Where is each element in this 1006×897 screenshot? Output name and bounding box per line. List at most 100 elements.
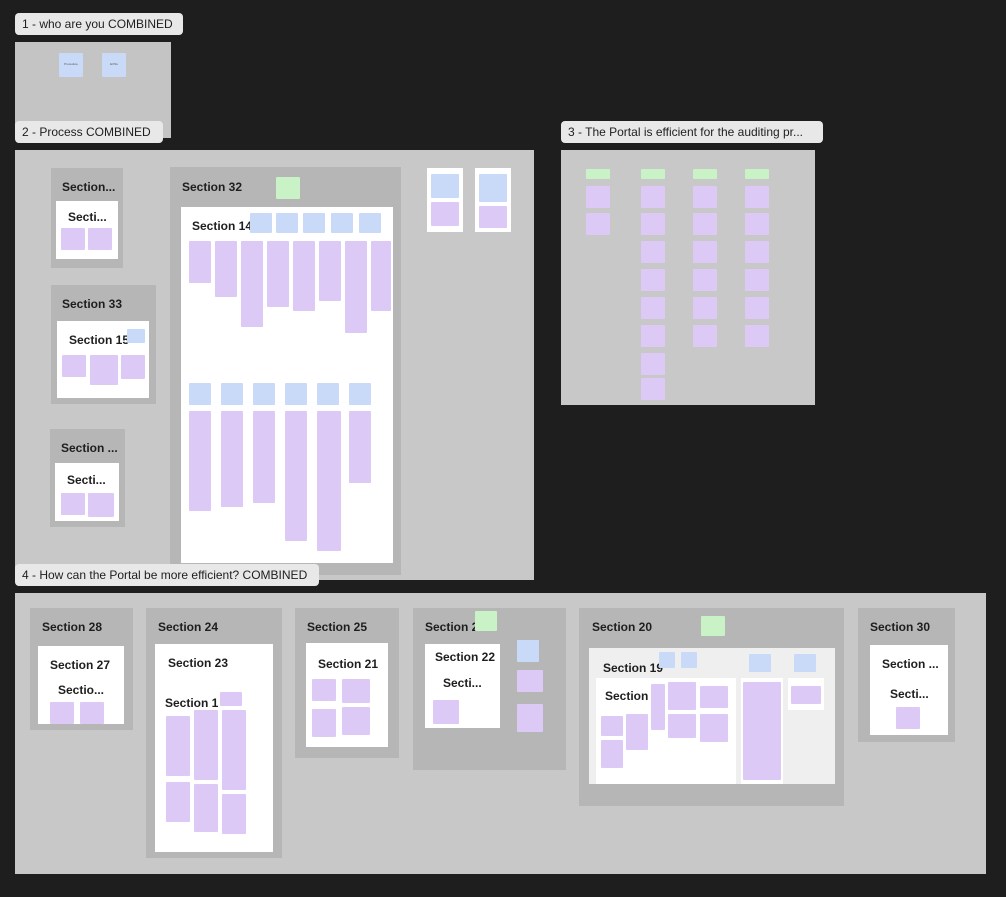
sticky-note[interactable] [641,241,665,263]
section-a[interactable]: Section... Secti... [51,168,123,268]
card[interactable] [788,678,824,710]
sticky-note[interactable] [285,383,307,405]
sticky-note[interactable] [166,782,190,822]
sticky-note[interactable] [693,241,717,263]
frame-title-more-efficient[interactable]: 4 - How can the Portal be more efficient… [15,564,319,586]
sticky-note[interactable] [127,329,145,343]
section-22[interactable]: Section 22 Secti... [425,644,500,728]
sticky-note[interactable] [693,169,717,179]
sticky-note[interactable] [222,710,246,790]
sticky-note[interactable] [194,710,218,780]
sticky-note[interactable] [701,616,725,636]
sticky-note[interactable] [189,383,211,405]
sticky-note[interactable] [681,652,697,668]
sticky-note[interactable] [641,213,665,235]
sticky-note[interactable] [626,714,648,750]
section-24[interactable]: Section 24 Section 23 Section 1 [146,608,282,858]
sticky-note[interactable] [745,186,769,208]
sticky-note[interactable] [659,652,675,668]
section-b[interactable]: Section ... Secti... [50,429,125,527]
sticky-note[interactable] [253,411,275,503]
sticky-note[interactable] [303,213,325,233]
sticky-note[interactable] [253,383,275,405]
sticky-note[interactable] [342,707,370,735]
sticky-note[interactable] [267,241,289,307]
sticky-note[interactable] [641,269,665,291]
section-32[interactable]: Section 32 Section 14 [170,167,401,575]
sticky-note[interactable] [517,640,539,662]
sticky-note[interactable] [285,411,307,541]
sticky-note[interactable] [88,493,114,517]
frame-portal-efficient[interactable] [561,150,815,405]
sticky-note[interactable] [641,297,665,319]
sticky-note[interactable] [693,186,717,208]
sticky-note[interactable] [312,679,336,701]
sticky-note[interactable] [221,383,243,405]
sticky-note[interactable] [189,241,211,283]
sticky-note[interactable] [62,355,86,377]
sticky-note[interactable] [371,241,391,311]
section-sub[interactable]: Section ... Secti... [870,645,948,735]
sticky-note[interactable] [745,213,769,235]
sticky-note[interactable] [693,325,717,347]
sticky-note[interactable] [791,686,821,704]
sticky-note[interactable] [794,654,816,672]
card[interactable] [427,168,463,232]
sticky-note[interactable] [121,355,145,379]
sticky-note[interactable] [745,325,769,347]
sticky-note[interactable] [668,682,696,710]
sticky-note[interactable] [88,228,112,250]
sticky-note[interactable] [745,297,769,319]
sticky-note[interactable] [312,709,336,737]
sticky-note[interactable] [641,325,665,347]
sticky-note[interactable] [693,297,717,319]
sticky-note[interactable] [276,177,300,199]
sticky-note[interactable] [345,241,367,333]
section-28[interactable]: Section 28 Section 27 Sectio... [30,608,133,730]
sticky-note[interactable] [693,269,717,291]
sticky-note-procedure[interactable]: Procedure [59,53,83,77]
sticky-note[interactable] [317,383,339,405]
sticky-note[interactable] [896,707,920,729]
sticky-note[interactable] [342,679,370,703]
sticky-note[interactable] [700,714,728,742]
card[interactable] [475,168,511,232]
section-26[interactable]: Section 26 Section 22 Secti... [413,608,566,770]
sticky-note[interactable] [586,169,610,179]
sticky-note[interactable] [745,241,769,263]
sticky-note[interactable] [601,716,623,736]
sticky-note[interactable] [293,241,315,311]
section-23[interactable]: Section 23 Section 1 [155,644,273,852]
frame-title-process[interactable]: 2 - Process COMBINED [15,121,163,143]
sticky-note[interactable] [349,383,371,405]
sticky-note[interactable] [517,670,543,692]
sticky-note[interactable] [745,269,769,291]
sticky-note[interactable] [359,213,381,233]
sticky-note[interactable] [222,794,246,834]
section-4[interactable]: Section 4 [596,678,736,784]
frame-process[interactable]: Section... Secti... Section 33 Section 1… [15,150,534,580]
sticky-note[interactable] [250,213,272,233]
sticky-note[interactable] [166,716,190,776]
sticky-note[interactable] [90,355,118,385]
sticky-note[interactable] [475,611,497,631]
sticky-note[interactable] [601,740,623,768]
sticky-note[interactable] [80,702,104,724]
sticky-note-eoss[interactable]: EOSs [102,53,126,77]
sticky-note[interactable] [693,213,717,235]
sticky-note[interactable] [641,378,665,400]
sticky-note[interactable] [700,686,728,708]
sticky-note[interactable] [194,784,218,832]
sticky-note[interactable] [517,704,543,732]
sticky-note[interactable] [431,174,459,198]
sticky-note[interactable] [641,186,665,208]
section-27[interactable]: Section 27 Sectio... [38,646,124,724]
sticky-note[interactable] [586,213,610,235]
frame-title-portal-efficient[interactable]: 3 - The Portal is efficient for the audi… [561,121,823,143]
sticky-note[interactable] [276,213,298,233]
sticky-note[interactable] [479,206,507,228]
sticky-note[interactable] [745,169,769,179]
sticky-note[interactable] [749,654,771,672]
sticky-note[interactable] [651,684,665,730]
